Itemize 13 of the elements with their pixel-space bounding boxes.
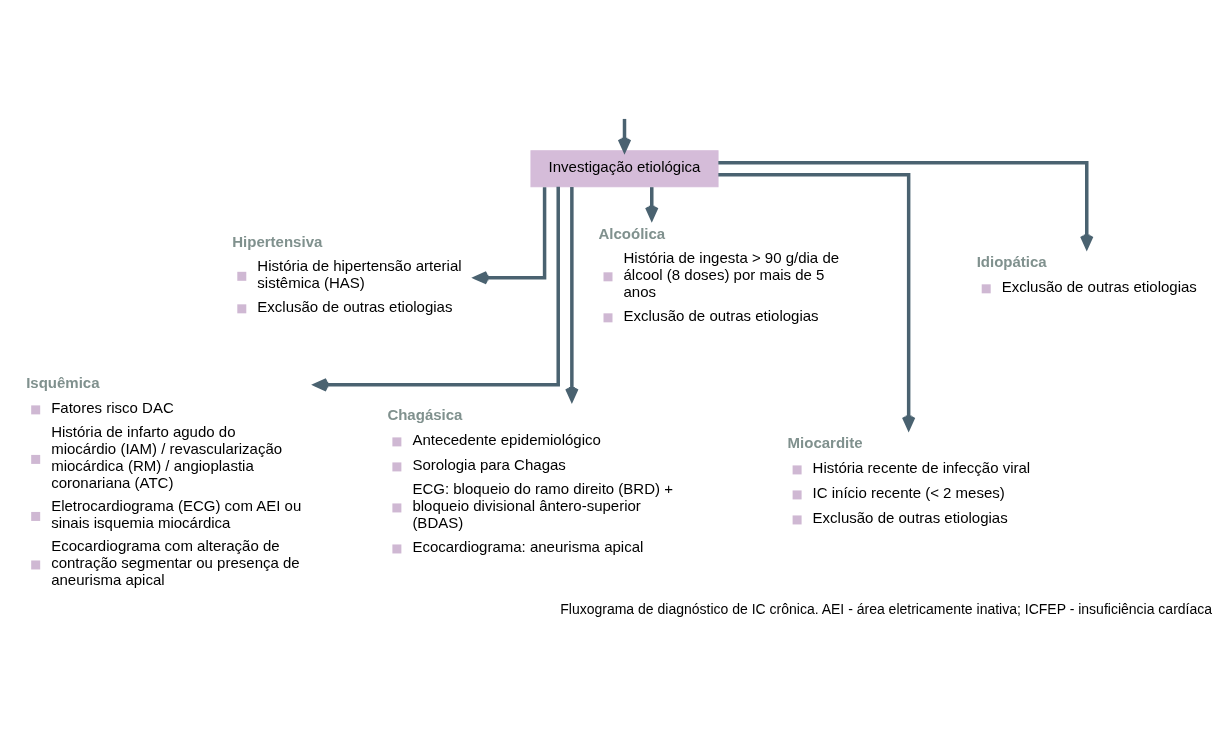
node-label: Exclusão de outras etiologias <box>812 508 1008 526</box>
node-label: Exclusão de outras etiologias <box>1001 277 1197 295</box>
node-text: Alcoólica História de ingesta > 90 g/dia de álcool (8 doses) por mais de 5 anos Exclusão de outras etiologias <box>598 224 840 324</box>
node-label: História recente de infecção viral <box>812 458 1031 476</box>
node-label: Idiopática <box>976 252 1047 270</box>
node-label: IC início recente (< 2 meses) <box>812 483 1005 501</box>
node-label: Hipertensiva <box>232 232 323 250</box>
node-text: Chagásica Antecedente epidemiológico Sorologia para Chagas ECG: bloqueio do ramo direito (BRD) + bloqueio divisional ântero-superior (BDAS) Ecocardiograma: aneurisma apical <box>387 405 673 555</box>
node-label: Exclusão de outras etiologias <box>257 297 453 315</box>
node-label: História de hipertensão arterial sistêmica (HAS) <box>257 256 462 291</box>
caption: Fluxograma de diagnóstico de IC crônica. AEI - área eletricamente inativa; ICFEP - insuficiência cardíaca <box>560 600 1213 617</box>
node-text: Isquêmica Fatores risco DAC História de infarto agudo do miocárdio (IAM) / revascularização miocárdica (RM) / angioplastia coronariana (ATC) Eletrocardiograma (ECG) com AEI ou sinais isquemia miocárdica Ecocardiograma com alteração de contração segmentar ou presença de aneurisma apical <box>26 373 302 588</box>
node-label: Miocardite <box>787 433 863 451</box>
